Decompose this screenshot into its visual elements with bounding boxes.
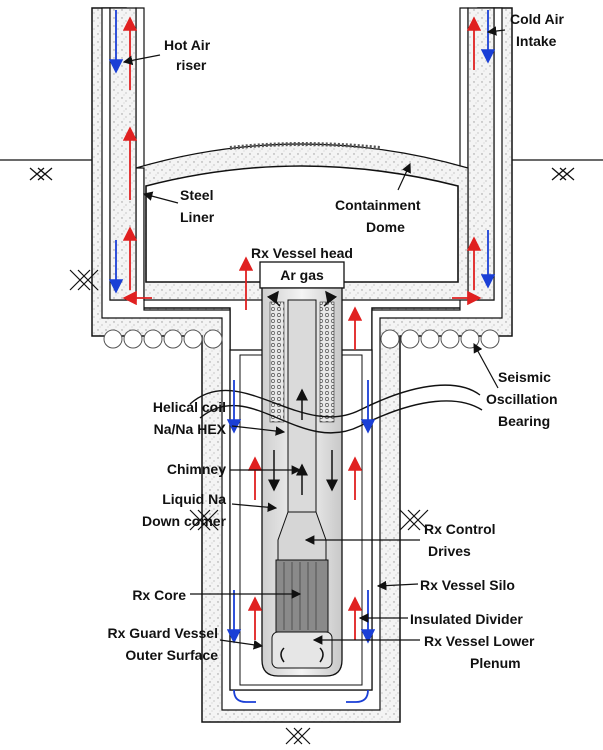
containment-cavity (135, 142, 469, 301)
callout-leaders (122, 26, 506, 650)
helical-coil-wave-2 (199, 400, 483, 434)
label-liquid-na-2: Down comer (142, 513, 227, 529)
label-ar-gas: Ar gas (280, 267, 324, 283)
label-guard-vessel-2: Outer Surface (125, 647, 218, 663)
label-hot-air-riser-1: Hot Air (164, 37, 211, 53)
label-containment-2: Dome (366, 219, 405, 235)
label-liquid-na-1: Liquid Na (162, 491, 226, 507)
hot-flow-arrows (122, 16, 482, 640)
ground-line (0, 159, 603, 181)
label-containment-1: Containment (335, 197, 421, 213)
label-rx-vessel-head: Rx Vessel head (251, 245, 353, 261)
label-cold-air-1: Cold Air (510, 11, 564, 27)
helical-coil-wave (189, 384, 481, 418)
label-seismic-1: Seismic (498, 369, 551, 385)
label-vessel-silo: Rx Vessel Silo (420, 577, 515, 593)
label-guard-vessel-1: Rx Guard Vessel (107, 625, 218, 641)
label-seismic-3: Bearing (498, 413, 550, 429)
label-helical-2: Na/Na HEX (154, 421, 227, 437)
label-seismic-2: Oscillation (486, 391, 558, 407)
label-rx-core: Rx Core (132, 587, 186, 603)
label-control-drives-2: Drives (428, 543, 471, 559)
ground-markers (69, 269, 429, 745)
label-control-drives-1: Rx Control (424, 521, 496, 537)
label-chimney: Chimney (167, 461, 226, 477)
label-steel-liner-2: Liner (180, 209, 215, 225)
label-steel-liner-1: Steel (180, 187, 213, 203)
label-insulated-divider: Insulated Divider (410, 611, 523, 627)
label-hot-air-riser-2: riser (176, 57, 207, 73)
label-lower-plenum-2: Plenum (470, 655, 521, 671)
label-helical-1: Helical coil (153, 399, 226, 415)
label-cold-air-2: Intake (516, 33, 557, 49)
label-lower-plenum-1: Rx Vessel Lower (424, 633, 535, 649)
